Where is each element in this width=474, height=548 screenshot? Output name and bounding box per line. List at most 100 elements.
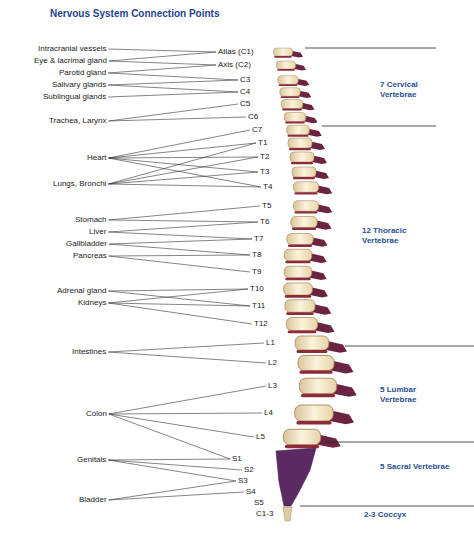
vertebra-label: S2 [244, 465, 254, 475]
vertebra [299, 378, 356, 397]
vertebra-name: T8 [252, 250, 261, 260]
leader-line [108, 92, 238, 97]
vertebra-label: T11 [252, 301, 265, 311]
leader-line [108, 289, 248, 303]
vertebra [285, 300, 331, 315]
vertebra-label: T10 [250, 284, 264, 294]
leader-line [108, 460, 236, 481]
leader-line [108, 49, 216, 52]
vertebra-name: Axis (C2) [218, 60, 251, 70]
leader-line [109, 239, 252, 244]
vertebra-name: T4 [263, 182, 272, 192]
organ-label: Trachea, Larynx [49, 116, 107, 126]
vertebra-label: C7 [252, 125, 262, 135]
vertebra [280, 88, 311, 98]
leader-line [108, 80, 238, 85]
region-label: 2-3 Coccyx [364, 510, 434, 520]
vertebra-label: L2 [268, 358, 277, 368]
organ-label: Kidneys [78, 298, 106, 308]
region-divider [305, 48, 436, 49]
organ-name: Intracranial vessels [38, 44, 106, 54]
vertebra-label: T9 [252, 267, 261, 277]
vertebra [284, 113, 317, 124]
leader-line [108, 289, 248, 291]
organ-label: Sublingual glands [43, 92, 106, 102]
organ-label: Adrenal gland [57, 286, 106, 296]
region-divider [345, 346, 474, 347]
leader-line [109, 386, 266, 414]
region-label: 5 Sacral Vertebrae [380, 462, 450, 472]
vertebra-label: Axis (C2) [218, 60, 251, 70]
organ-label: Parotid gland [59, 68, 106, 78]
vertebra-label: C4 [240, 87, 250, 97]
vertebra-name: C3 [240, 75, 250, 85]
sacrum [276, 448, 316, 506]
leader-line [109, 220, 258, 222]
vertebra-name: C6 [248, 112, 258, 122]
leader-line [108, 459, 230, 460]
vertebra-label: T1 [258, 138, 267, 148]
vertebra-label: T7 [254, 234, 263, 244]
region-dividers [300, 48, 474, 506]
leader-line [108, 65, 216, 73]
vertebra-name: C4 [240, 87, 250, 97]
leader-line [108, 343, 264, 352]
vertebra-label: S1 [232, 454, 242, 464]
vertebra-name: C1-3 [256, 509, 273, 519]
vertebra [281, 100, 314, 111]
vertebra-name: S5 [254, 498, 264, 508]
vertebra [288, 138, 325, 150]
vertebra-label: T12 [254, 319, 268, 329]
organ-name: Sublingual glands [43, 92, 106, 102]
vertebra-name: C7 [252, 125, 262, 135]
organ-name: Colon [86, 409, 107, 419]
vertebra [293, 182, 332, 195]
vertebra-label: C5 [240, 99, 250, 109]
vertebra-label: T8 [252, 250, 261, 260]
vertebra-label: T5 [262, 201, 271, 211]
vertebra-name: T10 [250, 284, 264, 294]
vertebra [295, 405, 354, 425]
leader-line [109, 61, 216, 65]
leader-line [109, 492, 244, 500]
organ-name: Genitals [77, 455, 106, 465]
leader-line [108, 303, 250, 306]
vertebra-label: C3 [240, 75, 250, 85]
vertebra [292, 167, 329, 179]
organ-name: Intestines [72, 347, 106, 357]
organ-name: Salivary glands [52, 80, 106, 90]
leader-line [109, 117, 246, 121]
vertebra [298, 356, 354, 374]
leader-line [108, 73, 238, 80]
vertebra [291, 217, 332, 230]
vertebra [284, 283, 328, 298]
coccyx [283, 507, 292, 521]
vertebra-label: S4 [246, 487, 256, 497]
leader-line [108, 85, 238, 92]
leader-line [109, 481, 236, 500]
leader-line [108, 184, 261, 187]
leader-line [109, 414, 230, 459]
organ-label: Genitals [77, 455, 106, 465]
organ-name: Stomach [75, 215, 107, 225]
vertebra-label: T3 [260, 167, 269, 177]
vertebra-label: T6 [260, 217, 269, 227]
vertebra [276, 61, 306, 71]
vertebra-name: S3 [238, 476, 248, 486]
organ-name: Pancreas [73, 251, 107, 261]
organ-label: Liver [89, 227, 106, 237]
vertebra [287, 125, 322, 137]
vertebra [293, 201, 332, 214]
leader-line [109, 158, 261, 187]
vertebra-column [273, 48, 356, 521]
organ-name: Liver [89, 227, 106, 237]
vertebra-label: S5 [254, 498, 264, 508]
vertebra [278, 76, 309, 86]
vertebra-name: T1 [258, 138, 267, 148]
organ-name: Eye & lacrimal gland [34, 56, 107, 66]
vertebra-name: T6 [260, 217, 269, 227]
vertebra-label: T4 [263, 182, 272, 192]
leader-line [109, 130, 250, 158]
organ-label: Eye & lacrimal gland [34, 56, 107, 66]
